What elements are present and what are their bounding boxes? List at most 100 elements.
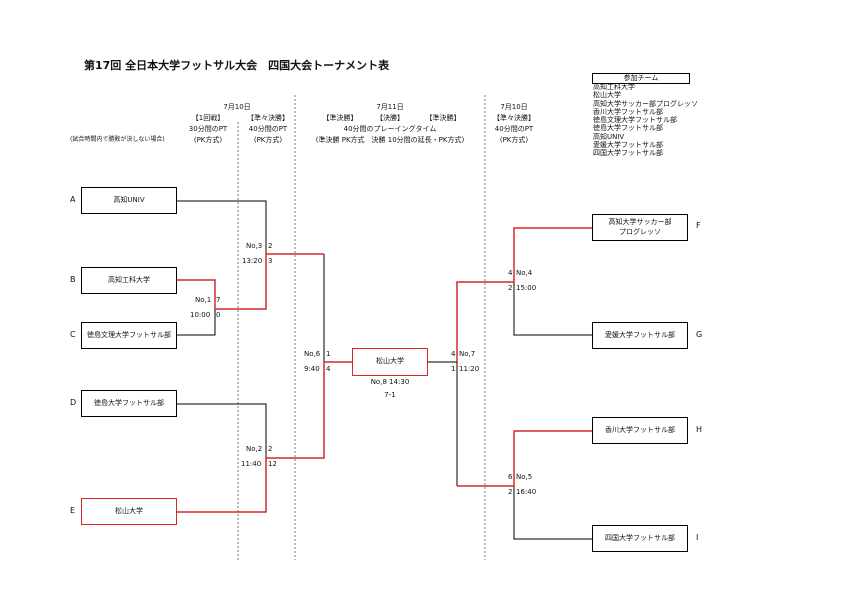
match4-no: No,4 [516, 269, 533, 277]
tiebreak-note: (試合時間内で勝敗が決しない場合) [70, 136, 165, 143]
match7-score-top: 4 [451, 350, 456, 358]
win-f [456, 227, 593, 362]
team-f-name-line2: プログレッソ [619, 227, 661, 236]
round1-name: 【1回戦】 [191, 114, 225, 122]
participant-item: 松山大学 [593, 91, 621, 100]
center-date: 7月11日 [376, 103, 404, 111]
center-time: 40分間のプレーイングタイム [343, 125, 437, 133]
team-e-box: 松山大学 [81, 498, 177, 525]
line-i [513, 486, 593, 540]
team-h-letter: H [696, 425, 703, 434]
match2-score-top: 2 [268, 445, 273, 453]
page-title: 第17回 全日本大学フットサル大会 四国大会トーナメント表 [84, 59, 390, 72]
team-c-name: 徳島文理大学フットサル部 [87, 330, 171, 339]
team-g-letter: G [696, 330, 703, 339]
match4-score-bottom: 2 [508, 284, 513, 292]
team-a-box: 高知UNIV [81, 187, 177, 214]
match4-score-top: 4 [508, 269, 513, 277]
participants-header: 参加チーム [592, 73, 690, 84]
team-d-box: 徳島大学フットサル部 [81, 390, 177, 417]
round1-time: 30分間のPT [188, 125, 228, 133]
team-i-box: 四国大学フットサル部 [592, 525, 688, 552]
team-h-name: 香川大学フットサル部 [605, 425, 675, 434]
match5-score-top: 6 [508, 473, 513, 481]
team-b-box: 高知工科大学 [81, 267, 177, 294]
win-b [176, 253, 324, 310]
match3-score-bottom: 3 [268, 257, 273, 265]
win-lines [176, 227, 593, 513]
team-e-letter: E [70, 506, 76, 515]
line-c [176, 309, 216, 336]
match7-score-bottom: 1 [451, 365, 456, 373]
participant-item: 高知大学サッカー部プログレッソ [593, 99, 698, 108]
quarter-pk: (PK方式) [253, 136, 283, 144]
team-d-letter: D [70, 398, 77, 407]
final-label: No,8 14:30 [370, 378, 410, 386]
match4-time: 15:00 [516, 284, 537, 292]
match1-score-bottom: 0 [216, 311, 221, 319]
line-g [513, 282, 593, 336]
match3-time: 13:20 [242, 257, 263, 265]
quarter-name: 【準々決勝】 [247, 114, 289, 122]
match5-score-bottom: 2 [508, 488, 513, 496]
match3-score-top: 2 [268, 242, 273, 250]
semi-right-name: 【準決勝】 [425, 114, 461, 122]
match2-score-bottom: 12 [268, 460, 277, 468]
match2-time: 11:40 [241, 460, 262, 468]
round1-date: 7月10日 [223, 103, 251, 111]
match1-no: No,1 [195, 296, 212, 304]
participant-item: 徳島文理大学フットサル部 [593, 116, 677, 125]
team-g-box: 愛媛大学フットサル部 [592, 322, 688, 349]
semi-left-name: 【準決勝】 [322, 114, 358, 122]
final-score: 7-1 [384, 391, 396, 399]
right-date: 7月10日 [500, 103, 528, 111]
participants-list: 高知工科大学 松山大学 高知大学サッカー部プログレッソ 香川大学フットサル部 徳… [593, 83, 698, 158]
match6-score-bottom: 4 [326, 365, 331, 373]
right-time: 40分間のPT [494, 125, 534, 133]
win-h [457, 430, 593, 487]
team-f-name-line1: 高知大学サッカー部 [608, 218, 672, 227]
team-b-name: 高知工科大学 [108, 275, 150, 284]
match7-time: 11:20 [459, 365, 480, 373]
participant-item: 徳島大学フットサル部 [593, 124, 663, 133]
team-c-box: 徳島文理大学フットサル部 [81, 322, 177, 349]
match6-no: No,6 [304, 350, 321, 358]
team-b-letter: B [70, 275, 76, 284]
participant-item: 高知工科大学 [593, 83, 635, 91]
match5-no: No,5 [516, 473, 533, 481]
match7-no: No,7 [459, 350, 476, 358]
team-g-name: 愛媛大学フットサル部 [605, 330, 675, 339]
final-winner-box: 松山大学 [352, 348, 428, 376]
match6-time: 9:40 [304, 365, 320, 373]
column-dividers [237, 95, 486, 560]
line-a [176, 200, 267, 254]
team-i-name: 四国大学フットサル部 [605, 533, 675, 542]
team-a-letter: A [70, 195, 76, 204]
team-h-box: 香川大学フットサル部 [592, 417, 688, 444]
lost-lines [176, 200, 593, 540]
participant-item: 高知UNIV [593, 132, 625, 141]
participant-item: 愛媛大学フットサル部 [593, 141, 663, 150]
participant-item: 四国大学フットサル部 [593, 149, 663, 158]
right-pk: (PK方式) [499, 136, 529, 144]
team-a-name: 高知UNIV [113, 195, 145, 204]
participant-item: 香川大学フットサル部 [593, 107, 663, 116]
right-name: 【準々決勝】 [493, 114, 535, 122]
final-name: 【決勝】 [376, 114, 404, 122]
team-c-letter: C [70, 330, 76, 339]
match5-time: 16:40 [516, 488, 537, 496]
team-d-name: 徳島大学フットサル部 [94, 398, 164, 407]
match3-no: No,3 [246, 242, 263, 250]
final-winner-name: 松山大学 [376, 357, 404, 366]
win-e [176, 361, 353, 513]
match2-no: No,2 [246, 445, 263, 453]
match1-time: 10:00 [190, 311, 211, 319]
team-e-name: 松山大学 [115, 506, 143, 515]
quarter-time: 40分間のPT [248, 125, 288, 133]
round1-pk: (PK方式) [193, 136, 223, 144]
line-d [176, 403, 267, 458]
team-i-letter: I [696, 533, 699, 542]
match6-score-top: 1 [326, 350, 331, 358]
match1-score-top: 7 [216, 296, 221, 304]
